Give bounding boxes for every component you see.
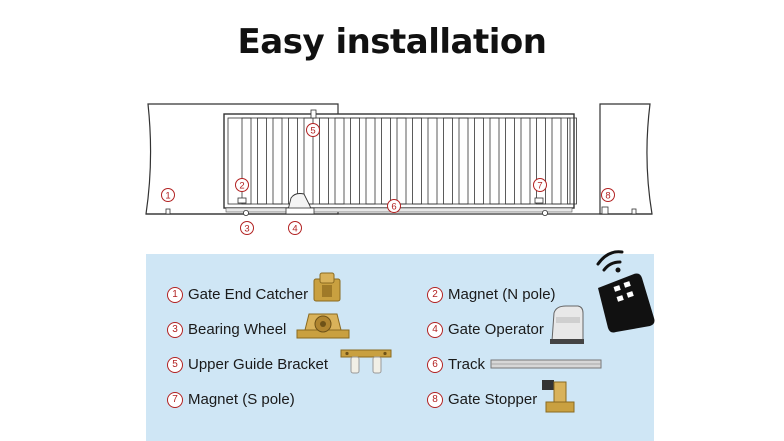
- part-label: Magnet (N pole): [448, 286, 556, 303]
- part-bearing-wheel: 3 Bearing Wheel: [167, 321, 286, 338]
- part-number: 8: [427, 391, 443, 408]
- gate-bar: [567, 117, 577, 205]
- wireless-signal-icon: [596, 250, 624, 272]
- part-gate-operator: 4 Gate Operator: [427, 321, 544, 338]
- gate-bar: [319, 117, 329, 205]
- gate-diagram: 1 2 5 4 3 6 7 8: [145, 103, 653, 235]
- part-magnet-n: 2 Magnet (N pole): [427, 286, 556, 303]
- part-number: 5: [167, 356, 183, 373]
- gate-bar: [520, 117, 531, 205]
- part-label: Gate End Catcher: [188, 286, 309, 303]
- diagram-marker-2: 2: [235, 178, 249, 192]
- diagram-marker-4: 4: [288, 221, 302, 235]
- sliding-gate: [223, 113, 577, 209]
- track-icon: [490, 359, 602, 369]
- gate-bar: [365, 117, 376, 205]
- part-number: 2: [427, 286, 443, 303]
- part-label: Magnet (S pole): [188, 391, 295, 408]
- gate-stopper-icon: [542, 380, 575, 413]
- bearing-wheel-icon: [296, 313, 350, 339]
- gate-stopper-mark: [601, 206, 609, 215]
- gate-bar: [443, 117, 453, 205]
- gate-bar: [350, 117, 360, 205]
- svg-text:7: 7: [537, 181, 542, 192]
- svg-text:1: 1: [165, 191, 170, 202]
- gate-bar: [412, 117, 422, 205]
- part-gate-end-catcher: 1 Gate End Catcher: [167, 286, 308, 303]
- part-number: 6: [427, 356, 443, 373]
- diagram-marker-7: 7: [533, 178, 547, 192]
- gate-bar: [474, 117, 484, 205]
- svg-text:6: 6: [391, 202, 396, 213]
- gate-bar: [489, 117, 500, 205]
- gate-bar: [272, 117, 283, 205]
- svg-text:4: 4: [292, 224, 297, 235]
- part-gate-stopper: 8 Gate Stopper: [427, 391, 537, 408]
- part-label: Gate Operator: [448, 321, 544, 338]
- gate-operator-drawing: [285, 193, 315, 215]
- gate-bar: [381, 117, 391, 205]
- diagram-marker-5: 5: [306, 123, 320, 137]
- part-upper-guide-bracket: 5 Upper Guide Bracket: [167, 356, 328, 373]
- part-label: Gate Stopper: [448, 391, 538, 408]
- diagram-marker-6: 6: [387, 199, 401, 213]
- svg-text:5: 5: [310, 126, 315, 137]
- part-label: Upper Guide Bracket: [188, 356, 329, 373]
- diagram-marker-8: 8: [601, 188, 615, 202]
- part-magnet-s: 7 Magnet (S pole): [167, 391, 295, 408]
- svg-text:3: 3: [244, 224, 249, 235]
- diagram-marker-1: 1: [161, 188, 175, 202]
- gate-bar: [334, 117, 345, 205]
- gate-operator-icon: [550, 305, 584, 344]
- magnet-n-mark: [237, 197, 247, 204]
- part-label: Track: [448, 356, 485, 373]
- page-title: Easy installation: [237, 22, 547, 62]
- gate-bar: [536, 117, 546, 205]
- svg-text:2: 2: [239, 181, 244, 192]
- magnet-s-mark: [534, 197, 544, 204]
- gate-bar: [257, 117, 267, 205]
- gate-bar: [551, 117, 562, 205]
- part-number: 1: [167, 286, 183, 303]
- gate-bar: [427, 117, 438, 205]
- part-track: 6 Track: [427, 356, 485, 373]
- upper-guide-bracket-icon: [340, 349, 392, 374]
- gate-bar: [505, 117, 515, 205]
- bearing-wheel-right: [542, 209, 549, 216]
- part-number: 3: [167, 321, 183, 338]
- gate-bar: [458, 117, 469, 205]
- part-number: 4: [427, 321, 443, 338]
- svg-text:8: 8: [605, 191, 610, 202]
- gate-end-catcher-mark: [165, 208, 171, 215]
- part-number: 7: [167, 391, 183, 408]
- bearing-wheel-left: [242, 209, 249, 216]
- diagram-marker-3: 3: [240, 221, 254, 235]
- part-label: Bearing Wheel: [188, 321, 287, 338]
- remote-control-icon: [596, 250, 655, 333]
- gate-bar: [396, 117, 407, 205]
- upper-guide-bracket-mark: [310, 109, 317, 119]
- gate-bar: [241, 117, 252, 205]
- gate-end-catcher-icon: [313, 272, 341, 302]
